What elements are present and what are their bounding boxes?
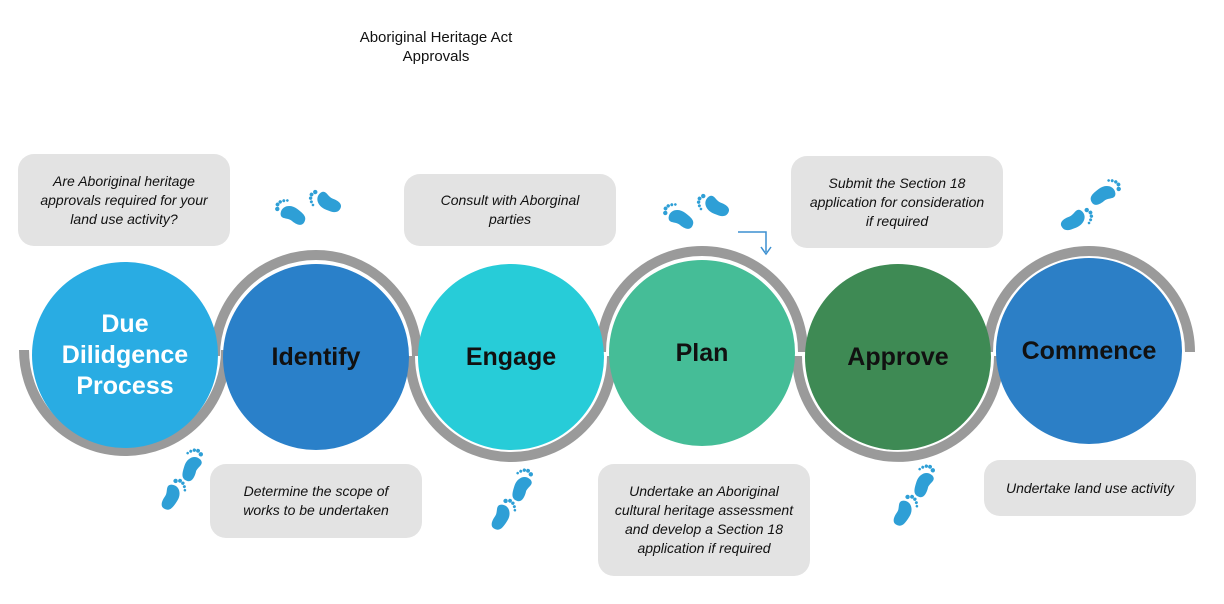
step-label: Due Dilidgence Process <box>61 309 189 400</box>
track-segment-plan <box>596 246 808 353</box>
title-line-1: Aboriginal Heritage Act <box>359 29 513 46</box>
track-segment-due-diligence <box>19 349 231 456</box>
step-identify: Identify <box>223 264 409 450</box>
step-label: Commence <box>1021 336 1157 365</box>
note-commence: Undertake land use activity <box>984 460 1196 516</box>
step-label: Plan <box>675 338 729 367</box>
step-label: Identify <box>271 342 361 371</box>
title-line-2: Approvals <box>402 48 470 65</box>
footprints-icon <box>161 448 204 510</box>
arrow-down-icon <box>738 231 772 256</box>
note-identify: Determine the scope of works to be under… <box>210 464 422 538</box>
track-segment-approve <box>792 355 1004 462</box>
step-engage: Engage <box>418 264 604 450</box>
footprints-icon <box>663 193 729 229</box>
footprints-icon <box>893 464 936 526</box>
step-plan: Plan <box>609 260 795 446</box>
footprints-icon <box>491 468 534 530</box>
step-approve: Approve <box>805 264 991 450</box>
track-segment-identify <box>210 250 422 357</box>
footprints-icon <box>1061 179 1121 231</box>
note-approve: Submit the Section 18 application for co… <box>791 156 1003 248</box>
note-engage: Consult with Aborginal parties <box>404 174 616 246</box>
footprints-icon <box>275 189 341 225</box>
note-due-diligence: Are Aboriginal heritage approvals requir… <box>18 154 230 246</box>
note-plan: Undertake an Aboriginal cultural heritag… <box>598 464 810 576</box>
step-due-diligence: Due Dilidgence Process <box>32 262 218 448</box>
step-label: Approve <box>847 342 949 371</box>
step-commence: Commence <box>996 258 1182 444</box>
track-segment-commence <box>983 246 1195 353</box>
step-label: Engage <box>465 342 557 371</box>
diagram-title: Aboriginal Heritage Act Approvals <box>336 28 536 66</box>
track-segment-engage <box>405 355 617 462</box>
